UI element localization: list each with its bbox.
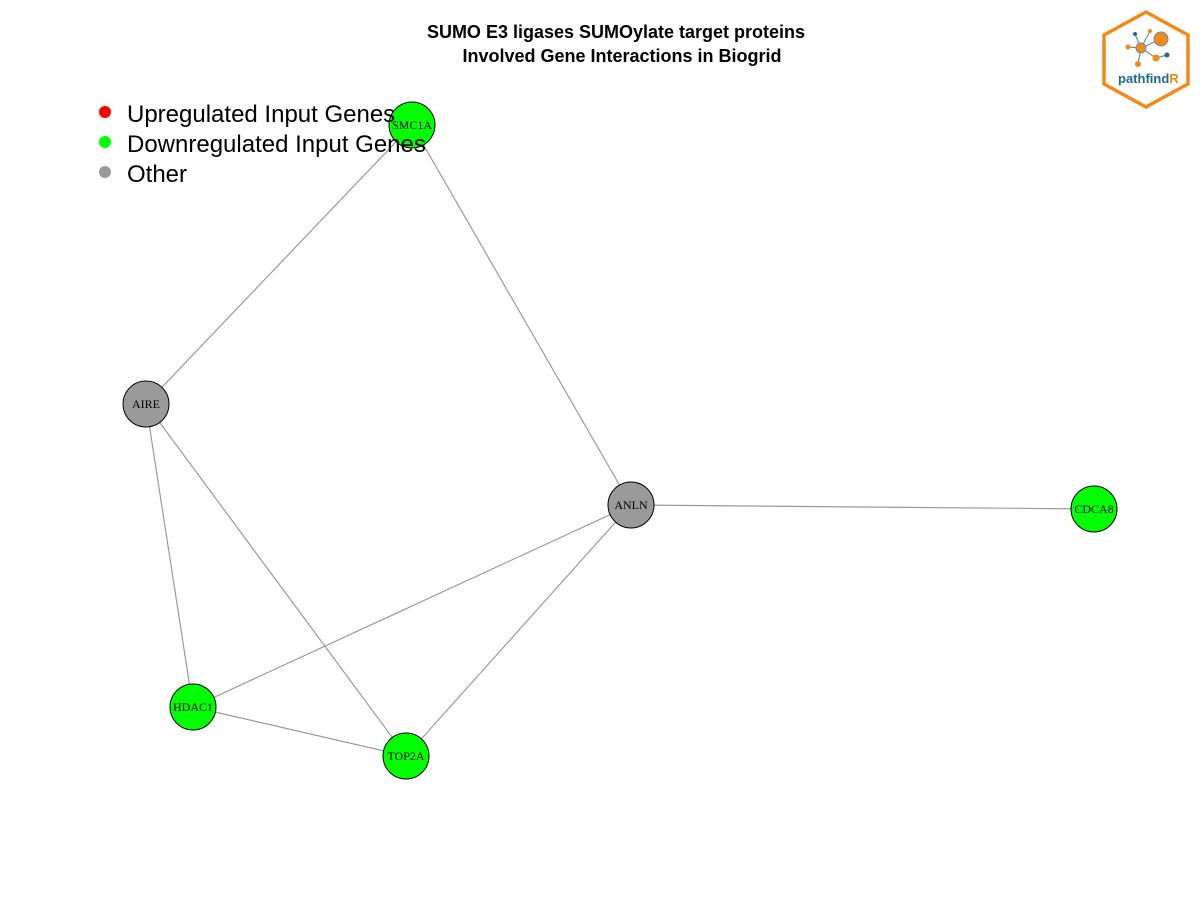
node-circle-anln[interactable]: [607, 481, 655, 529]
logo-text-main: pathfind: [1118, 71, 1169, 86]
edge-hdac1-top2a: [192, 706, 407, 757]
logo-text: pathfindR: [1118, 71, 1179, 86]
node-circle-top2a[interactable]: [382, 732, 430, 780]
edge-anln-cdca8: [630, 504, 1095, 510]
edge-layer: [145, 124, 1095, 757]
edge-aire-top2a: [145, 403, 407, 757]
node-smc1a[interactable]: SMC1A: [388, 101, 436, 149]
logo-hexagon-icon: [1102, 10, 1190, 109]
node-label-smc1a: SMC1A: [392, 118, 432, 132]
node-circle-smc1a[interactable]: [388, 101, 436, 149]
legend-label-downregulated: Downregulated Input Genes: [127, 131, 426, 158]
node-cdca8[interactable]: CDCA8: [1070, 485, 1118, 533]
edge-anln-top2a: [405, 504, 632, 757]
edge-smc1a-aire: [145, 124, 413, 405]
legend-dot-downregulated: [99, 136, 111, 148]
node-label-cdca8: CDCA8: [1074, 502, 1113, 516]
pathfindr-logo: pathfindR: [1102, 10, 1190, 109]
edge-aire-hdac1: [145, 403, 194, 708]
plot-title-line-2: Involved Gene Interactions in Biogrid: [462, 46, 781, 66]
node-hdac1[interactable]: HDAC1: [169, 683, 217, 731]
legend-dot-other: [99, 166, 111, 178]
plot-title-line-1: SUMO E3 ligases SUMOylate target protein…: [427, 22, 805, 42]
legend: Upregulated Input Genes Downregulated In…: [99, 101, 426, 188]
node-label-hdac1: HDAC1: [173, 700, 213, 714]
legend-dot-upregulated: [99, 106, 111, 118]
legend-label-upregulated: Upregulated Input Genes: [127, 101, 395, 128]
node-aire[interactable]: AIRE: [122, 380, 170, 428]
node-label-anln: ANLN: [614, 498, 648, 512]
node-circle-aire[interactable]: [122, 380, 170, 428]
legend-label-other: Other: [127, 161, 187, 188]
node-label-aire: AIRE: [132, 397, 160, 411]
node-label-top2a: TOP2A: [387, 749, 424, 763]
node-circle-hdac1[interactable]: [169, 683, 217, 731]
node-circle-cdca8[interactable]: [1070, 485, 1118, 533]
node-anln[interactable]: ANLN: [607, 481, 655, 529]
logo-text-accent: R: [1169, 71, 1179, 86]
edge-smc1a-anln: [411, 124, 632, 506]
edge-anln-hdac1: [192, 504, 632, 708]
node-top2a[interactable]: TOP2A: [382, 732, 430, 780]
